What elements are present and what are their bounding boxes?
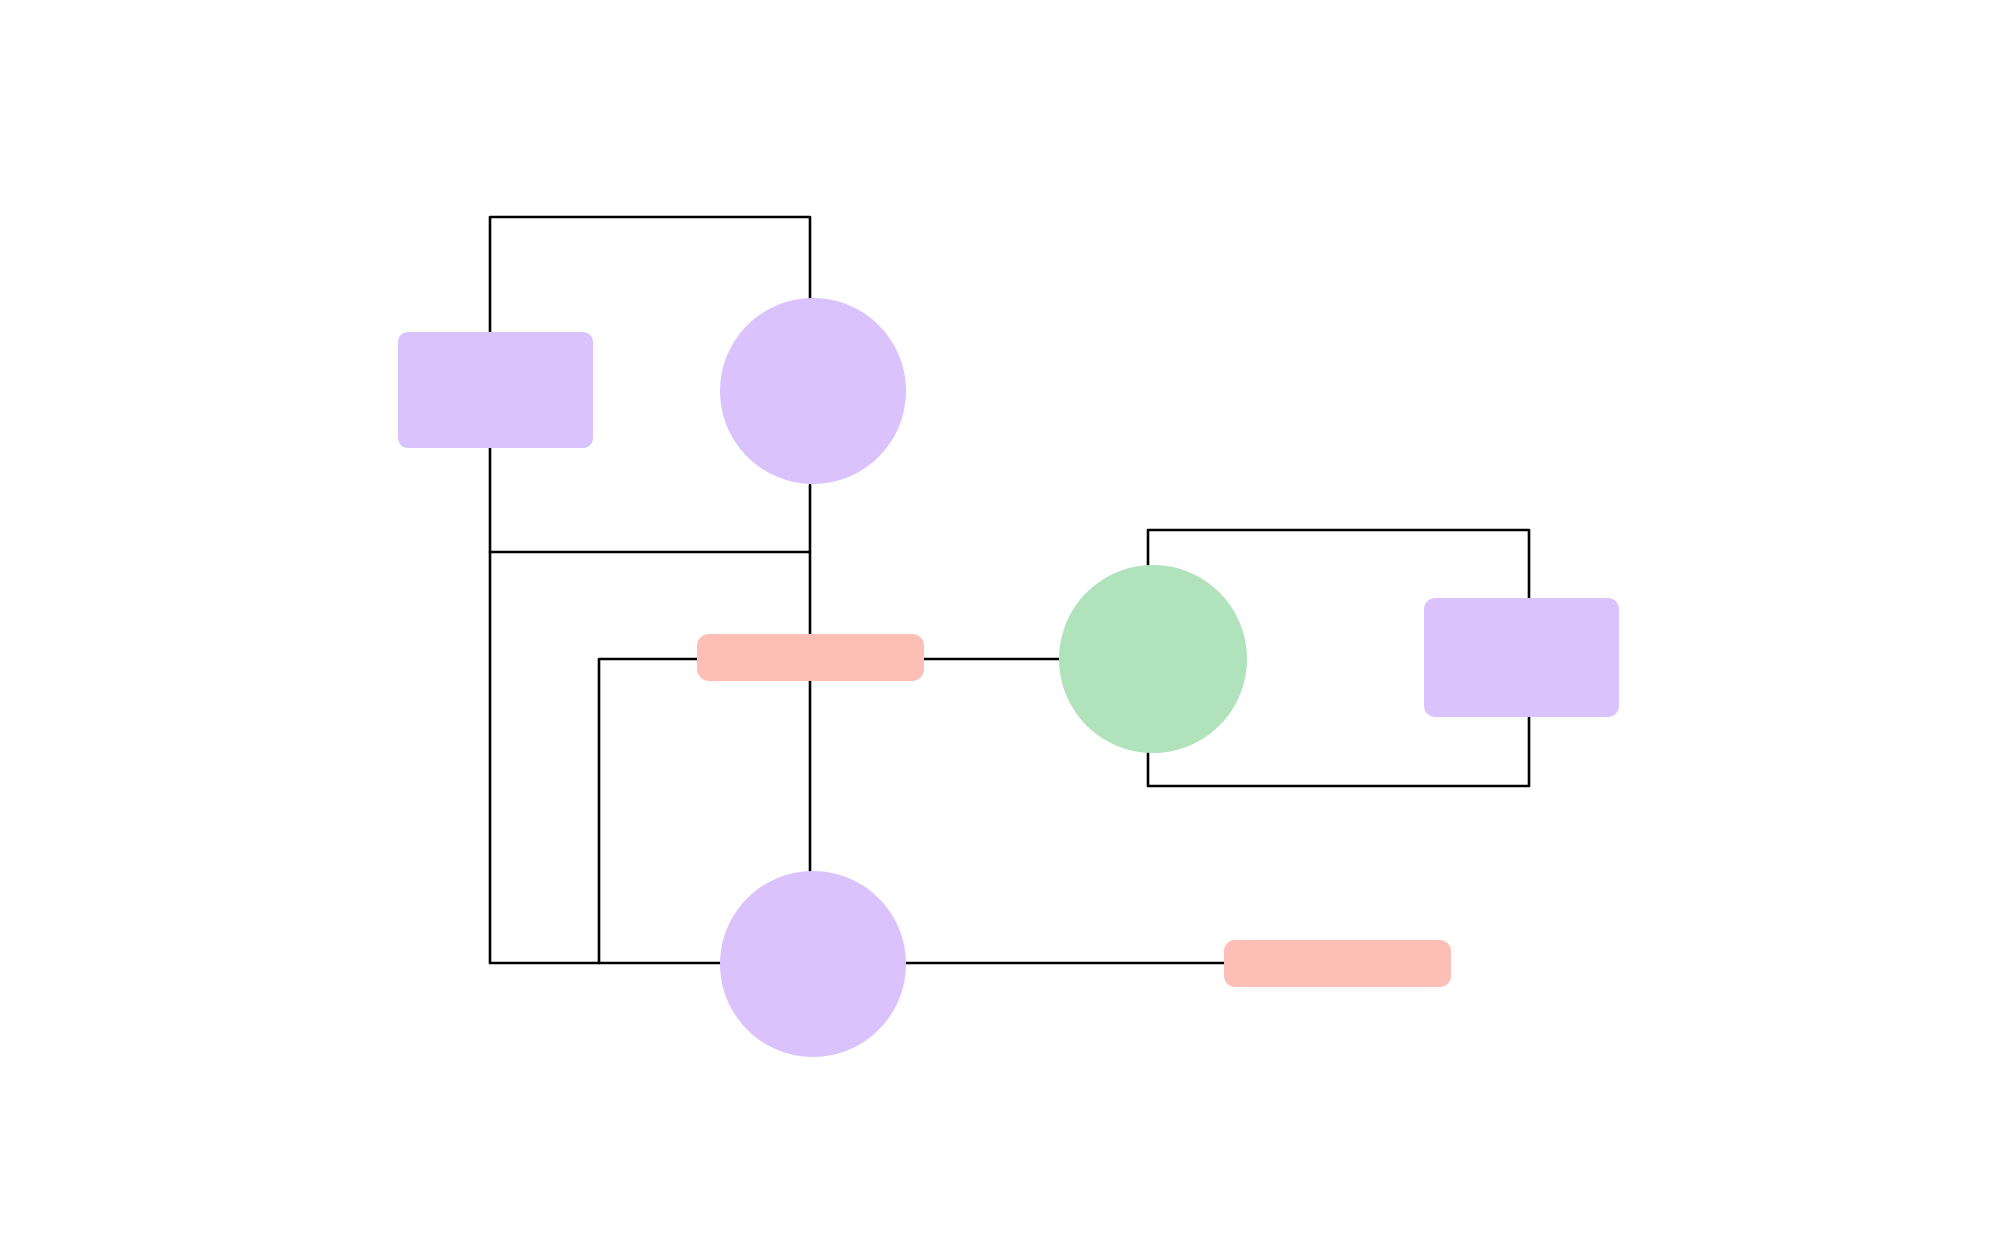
connector-green-to-right-rect-top: [1146, 528, 1531, 600]
purple-circle-top[interactable]: [720, 298, 906, 484]
salmon-pill-right[interactable]: [1224, 940, 1451, 987]
connector-green-to-right-rect-bottom: [1146, 714, 1531, 788]
green-circle[interactable]: [1059, 565, 1247, 753]
purple-rect-left[interactable]: [398, 332, 593, 448]
nodes: [398, 298, 1619, 1057]
purple-circle-bottom[interactable]: [720, 871, 906, 1057]
purple-rect-right[interactable]: [1424, 598, 1619, 717]
salmon-pill-center[interactable]: [697, 634, 924, 681]
connector-rect-to-bottom-circle: [488, 445, 724, 965]
connectors: [488, 215, 1531, 965]
connector-top-loop: [488, 215, 812, 337]
connector-pill-to-bottom-branch: [597, 657, 699, 965]
